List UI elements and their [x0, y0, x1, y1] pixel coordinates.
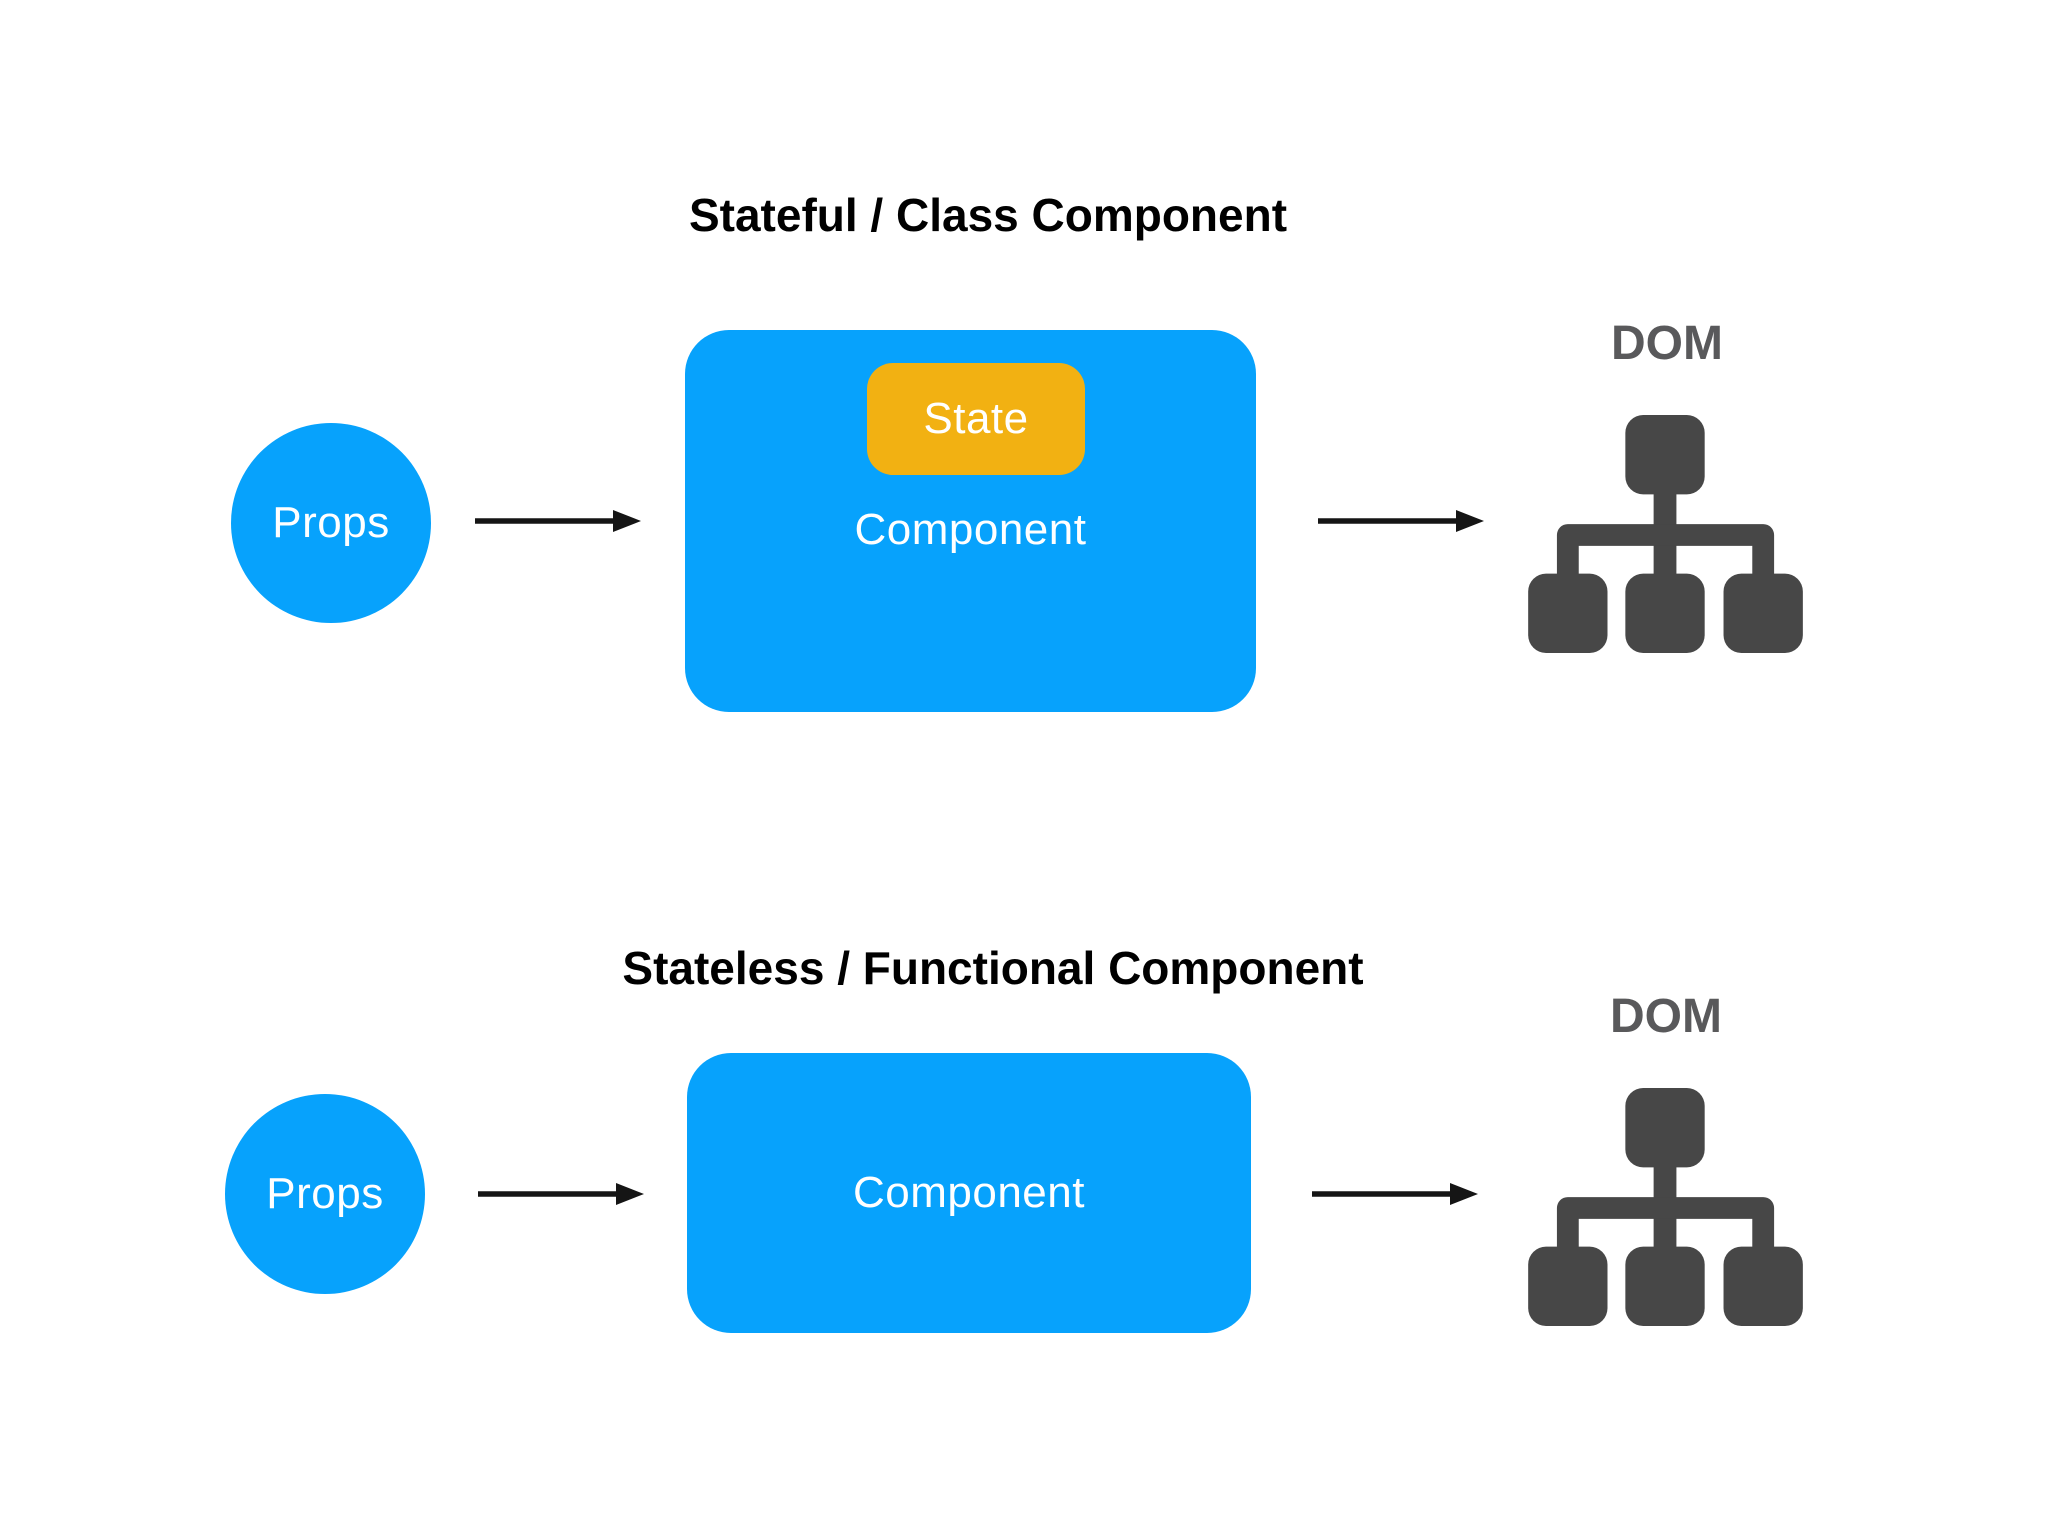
- props-label: Props: [266, 1169, 384, 1218]
- dom-label: DOM: [1610, 990, 1722, 1043]
- arrow-right-icon: [1318, 510, 1484, 532]
- props-node: Props: [231, 423, 431, 623]
- section-title-stateless: Stateless / Functional Component: [622, 942, 1364, 994]
- arrow-right-icon: [1312, 1183, 1478, 1205]
- dom-tree-icon: [1528, 1088, 1803, 1326]
- props-label: Props: [272, 498, 390, 547]
- component-node: State Component: [685, 330, 1256, 712]
- props-node: Props: [225, 1094, 425, 1294]
- section-title-stateful: Stateful / Class Component: [688, 189, 1288, 241]
- dom-tree-icon: [1528, 415, 1803, 653]
- arrow-right-icon: [475, 510, 641, 532]
- state-label: State: [923, 394, 1029, 443]
- arrow-right-icon: [478, 1183, 644, 1205]
- dom-label: DOM: [1611, 317, 1723, 370]
- state-node: State: [867, 363, 1085, 475]
- component-label: Component: [853, 1168, 1085, 1217]
- component-node: Component: [687, 1053, 1251, 1333]
- component-label: Component: [854, 505, 1087, 554]
